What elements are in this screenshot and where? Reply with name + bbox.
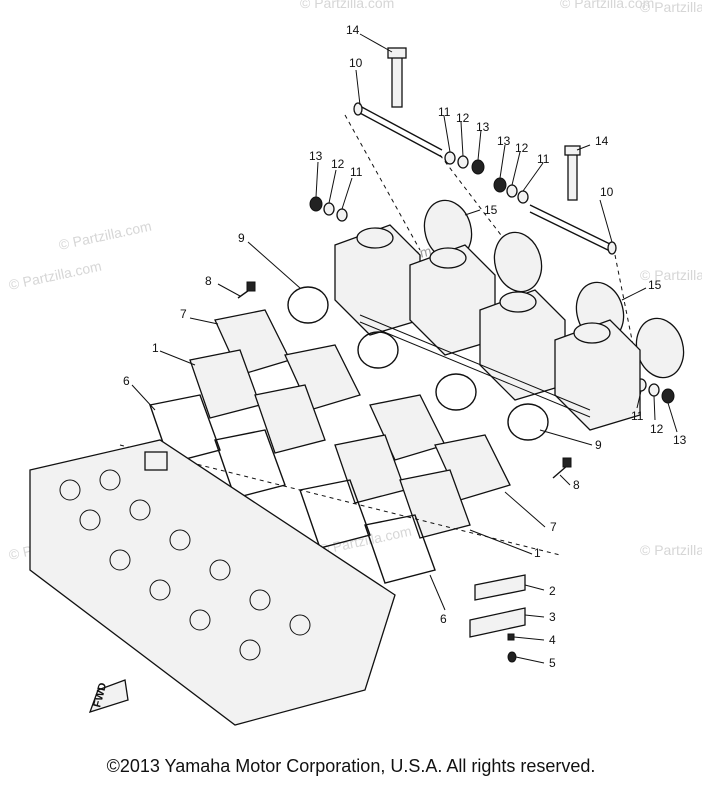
callout: 15 — [648, 278, 662, 292]
small-parts — [469, 574, 526, 663]
callout: 2 — [549, 584, 556, 598]
watermark: © Partzilla.com — [300, 0, 394, 11]
callout: 13 — [309, 149, 323, 163]
watermark: © Partzilla.com — [640, 267, 702, 283]
callout: 12 — [456, 111, 470, 125]
watermark: © Partzilla.com — [560, 0, 654, 11]
watermark: © Partzilla.com — [640, 0, 702, 15]
callout: 5 — [549, 656, 556, 670]
callout: 7 — [550, 520, 557, 534]
callout: 7 — [180, 307, 187, 321]
callout: 8 — [205, 274, 212, 288]
callout: 11 — [537, 152, 550, 166]
cylinder-block — [29, 439, 396, 726]
callout: 3 — [549, 610, 556, 624]
exploded-parts-diagram: © Partzilla.com © Partzilla.com © Partzi… — [7, 0, 702, 726]
callout: 12 — [650, 422, 664, 436]
callout: 9 — [238, 231, 245, 245]
callout: 6 — [440, 612, 447, 626]
callout: 1 — [534, 546, 541, 560]
callout: 11 — [350, 165, 363, 179]
watermark: © Partzilla.com — [57, 218, 153, 253]
callout: 11 — [631, 409, 644, 423]
callout: 12 — [331, 157, 345, 171]
callout: 4 — [549, 633, 556, 647]
callout: 13 — [476, 120, 490, 134]
throttle-shaft-upper — [344, 47, 521, 261]
callout: 14 — [595, 134, 609, 148]
callout: 6 — [123, 374, 130, 388]
callout: 13 — [673, 433, 687, 447]
hose-clamps — [287, 286, 549, 441]
callout: 12 — [515, 141, 529, 155]
callout-labels: 14 10 11 12 13 13 12 11 14 10 13 12 11 1… — [123, 23, 687, 670]
callout: 13 — [497, 134, 511, 148]
callout: 10 — [349, 56, 363, 70]
callout: 10 — [600, 185, 614, 199]
copyright-notice: ©2013 Yamaha Motor Corporation, U.S.A. A… — [106, 756, 596, 776]
carburetor-bank — [334, 224, 641, 431]
leader-lines — [131, 33, 678, 664]
callout: 11 — [438, 105, 451, 119]
callout: 9 — [595, 438, 602, 452]
watermark: © Partzilla.com — [640, 542, 702, 558]
watermark: © Partzilla.com — [7, 258, 103, 293]
callout: 14 — [346, 23, 360, 37]
callout: 1 — [152, 341, 159, 355]
bolts — [237, 281, 572, 479]
callout: 15 — [484, 203, 498, 217]
fwd-arrow: FWD — [88, 679, 129, 714]
callout: 8 — [573, 478, 580, 492]
